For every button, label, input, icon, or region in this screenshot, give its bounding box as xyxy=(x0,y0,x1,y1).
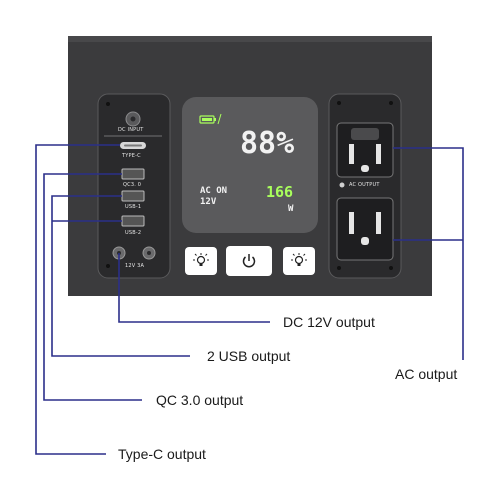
qc-callout: QC 3.0 output xyxy=(156,392,244,408)
ac-callout: AC output xyxy=(395,366,458,382)
usb2-label: USB-2 xyxy=(125,230,142,236)
power-button[interactable] xyxy=(226,246,272,276)
lamp-icon xyxy=(291,253,307,266)
usb2-port xyxy=(121,215,145,227)
left-port-panel xyxy=(97,93,171,279)
battery-percent: 88% xyxy=(240,126,295,161)
qc-port xyxy=(121,168,145,180)
dc-12v-callout: DC 12V output xyxy=(283,314,375,330)
car-port-label: 12V 3A xyxy=(125,263,145,269)
leader-lines xyxy=(35,144,464,455)
ac-outlet-2 xyxy=(336,197,394,261)
usb-callout: 2 USB output xyxy=(207,348,291,364)
ac-output-label: AC OUTPUT xyxy=(349,182,380,188)
type-c-label: TYPE-C xyxy=(122,153,141,159)
usb1-label: USB-1 xyxy=(125,204,142,210)
power-icon xyxy=(242,254,256,268)
lcd-display xyxy=(182,97,318,233)
lightbulb-icon xyxy=(193,253,209,266)
light-button[interactable] xyxy=(283,247,315,275)
voltage-readout: 12V xyxy=(200,197,217,207)
usb1-port xyxy=(121,190,145,202)
watt-unit: W xyxy=(288,204,294,214)
qc-label: QC3. 0 xyxy=(123,182,142,188)
dc-light-button[interactable] xyxy=(185,247,217,275)
ac-status: AC ON xyxy=(200,186,228,196)
dc-input-label: DC INPUT xyxy=(118,127,144,133)
type-c-callout: Type-C output xyxy=(118,446,206,462)
watts-readout: 166 xyxy=(266,183,294,201)
